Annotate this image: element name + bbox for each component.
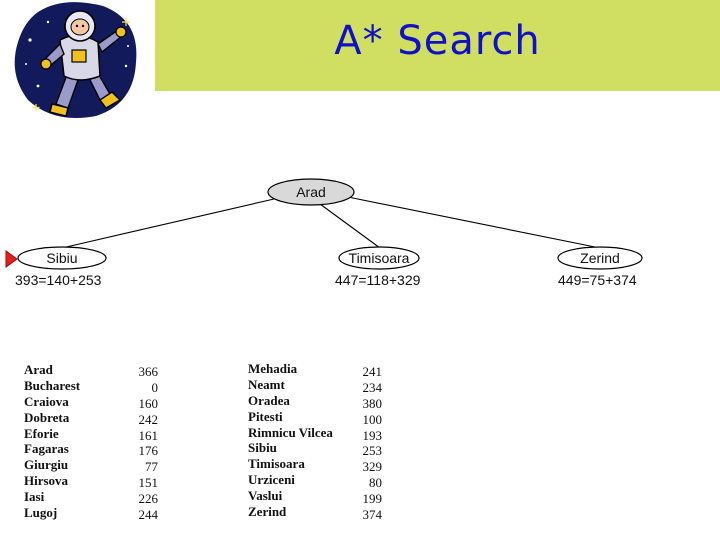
tree-node-timisoara: Timisoara — [338, 246, 420, 270]
city-name: Sibiu — [248, 440, 277, 456]
city-name: Bucharest — [24, 377, 81, 393]
edge-arad-zerind — [347, 196, 601, 249]
f-cost-sibiu: 393=140+253 — [15, 272, 102, 288]
slide-title: A* Search — [334, 18, 541, 64]
heuristic-value: 244 — [138, 507, 159, 523]
city-name: Iasi — [24, 489, 45, 505]
search-tree: Arad Sibiu Timisoara Zerind — [5, 178, 643, 270]
city-name: Zerind — [248, 504, 287, 520]
heuristic-value: 80 — [369, 475, 382, 491]
heuristic-value: 374 — [362, 507, 383, 523]
heuristic-value: 151 — [138, 475, 159, 491]
city-name: Eforie — [24, 425, 59, 441]
heuristic-value: 329 — [362, 459, 383, 475]
heuristic-value: 366 — [138, 364, 159, 379]
heuristic-value: 242 — [138, 411, 159, 427]
tree-node-sibiu: Sibiu — [17, 246, 107, 270]
city-name: Dobreta — [24, 409, 70, 425]
tree-node-label-arad: Arad — [296, 184, 326, 200]
heuristic-value: 0 — [151, 379, 159, 395]
city-name: Hirsova — [24, 473, 69, 489]
tree-node-label-sibiu: Sibiu — [46, 250, 77, 266]
city-name: Giurgiu — [24, 457, 69, 473]
heuristic-value: 226 — [138, 491, 159, 507]
city-name: Timisoara — [248, 456, 305, 472]
title-band: A* Search — [155, 0, 720, 91]
heuristic-value: 241 — [362, 364, 383, 379]
heuristic-table-left-values: 366 0 160 242 161 176 77 151 226 244 — [122, 364, 159, 523]
heuristic-value: 380 — [362, 395, 383, 411]
city-name: Mehadia — [248, 361, 298, 376]
city-name: Rimnicu Vilcea — [248, 424, 333, 440]
astronaut-illustration-icon — [14, 2, 137, 118]
city-name: Neamt — [248, 376, 285, 392]
f-cost-zerind: 449=75+374 — [558, 272, 637, 288]
city-name: Pitesti — [248, 408, 283, 424]
tree-node-label-timisoara: Timisoara — [349, 250, 410, 266]
heuristic-value: 77 — [145, 459, 158, 475]
city-name: Craiova — [24, 393, 69, 409]
heuristic-value: 176 — [138, 443, 159, 459]
city-name: Vaslui — [248, 488, 283, 504]
heuristic-table-right-values: 241 234 380 100 193 253 329 80 199 374 — [348, 364, 383, 523]
heuristic-value: 100 — [362, 411, 383, 427]
heuristic-value: 193 — [362, 427, 383, 443]
city-name: Oradea — [248, 392, 290, 408]
heuristic-value: 253 — [362, 443, 383, 459]
heuristic-value: 160 — [138, 395, 159, 411]
tree-node-arad: Arad — [267, 178, 355, 206]
heuristic-table-right-cities: Mehadia Neamt Oradea Pitesti Rimnicu Vil… — [248, 361, 358, 520]
edge-arad-timisoara — [319, 203, 381, 249]
heuristic-value: 199 — [362, 491, 383, 507]
f-cost-timisoara: 447=118+329 — [335, 272, 421, 288]
red-triangle-pointer-icon — [5, 250, 18, 268]
tree-node-zerind: Zerind — [557, 246, 643, 270]
edge-arad-sibiu — [61, 198, 275, 249]
city-name: Arad — [24, 362, 53, 377]
heuristic-table-left-cities: Arad Bucharest Craiova Dobreta Eforie Fa… — [24, 362, 124, 521]
city-name: Lugoj — [24, 505, 58, 521]
city-name: Urziceni — [248, 472, 295, 488]
heuristic-value: 161 — [138, 427, 159, 443]
city-name: Fagaras — [24, 441, 69, 457]
heuristic-value: 234 — [362, 379, 383, 395]
tree-node-label-zerind: Zerind — [580, 250, 620, 266]
